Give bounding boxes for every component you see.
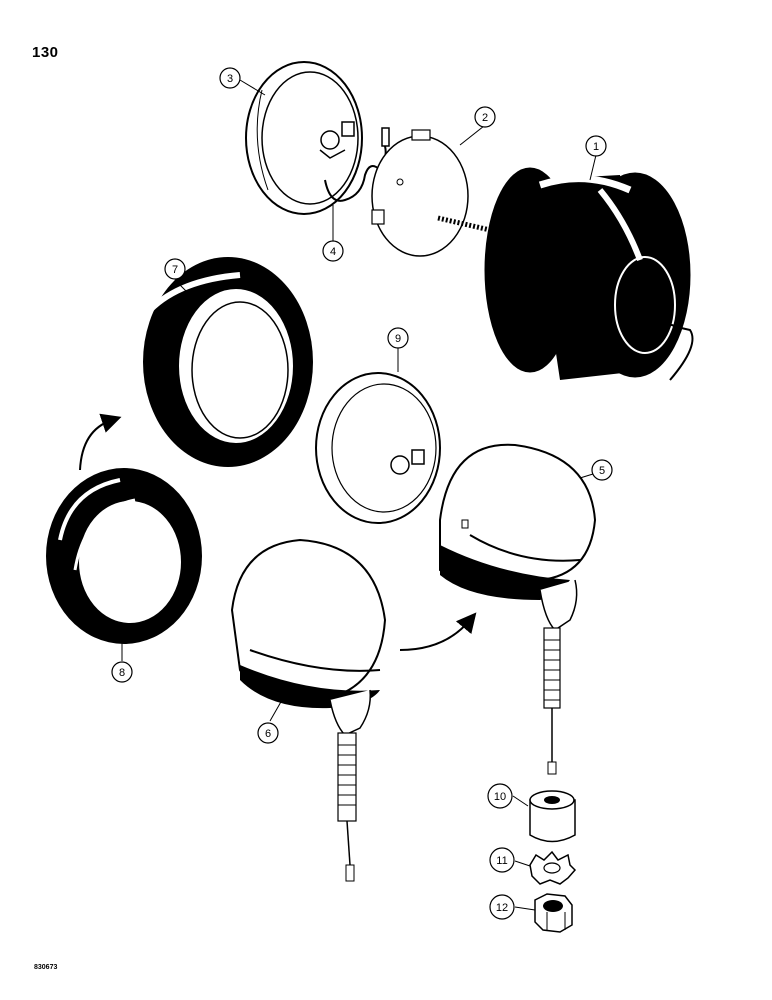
svg-text:9: 9 [395, 333, 401, 345]
assembly-arrow-6-to-5 [399, 612, 477, 651]
part-8-ring [46, 468, 202, 644]
callout-11: 11 [489, 847, 515, 873]
part-5-lamp-assembly [439, 443, 597, 775]
svg-text:10: 10 [494, 791, 506, 803]
svg-text:6: 6 [265, 728, 271, 740]
part-1-housing [484, 167, 694, 381]
figure-code: 830673 [34, 964, 58, 971]
part-12-hex-nut [534, 893, 573, 933]
callout-3: 3 [219, 67, 241, 89]
svg-text:7: 7 [172, 264, 178, 276]
part-10-spacer [529, 790, 576, 843]
part-2-mounting-plate [371, 129, 491, 257]
callout-2: 2 [474, 106, 496, 128]
svg-text:2: 2 [482, 112, 488, 124]
callout-10: 10 [487, 783, 513, 809]
callout-6: 6 [257, 722, 279, 744]
svg-text:5: 5 [599, 465, 605, 477]
assembly-arrow-8-to-7 [79, 413, 122, 471]
callout-5: 5 [591, 459, 613, 481]
callout-8: 8 [111, 661, 133, 683]
callout-9: 9 [387, 327, 409, 349]
callout-4: 4 [322, 240, 344, 262]
page-number: 130 [32, 44, 59, 61]
part-3-lens-reflector [245, 61, 363, 215]
callout-12: 12 [489, 894, 515, 920]
callout-leaders [121, 79, 597, 911]
svg-text:12: 12 [496, 902, 508, 914]
part-9-inner-lens [315, 372, 441, 524]
callout-1: 1 [585, 135, 607, 157]
callout-7: 7 [164, 258, 186, 280]
part-11-lock-washer [529, 850, 577, 885]
svg-text:8: 8 [119, 667, 125, 679]
part-7-bezel [143, 257, 313, 467]
part-6-lamp-assembly [230, 538, 387, 882]
svg-text:3: 3 [227, 73, 233, 85]
svg-text:1: 1 [593, 141, 599, 153]
svg-text:11: 11 [496, 855, 507, 867]
svg-text:4: 4 [330, 246, 336, 258]
